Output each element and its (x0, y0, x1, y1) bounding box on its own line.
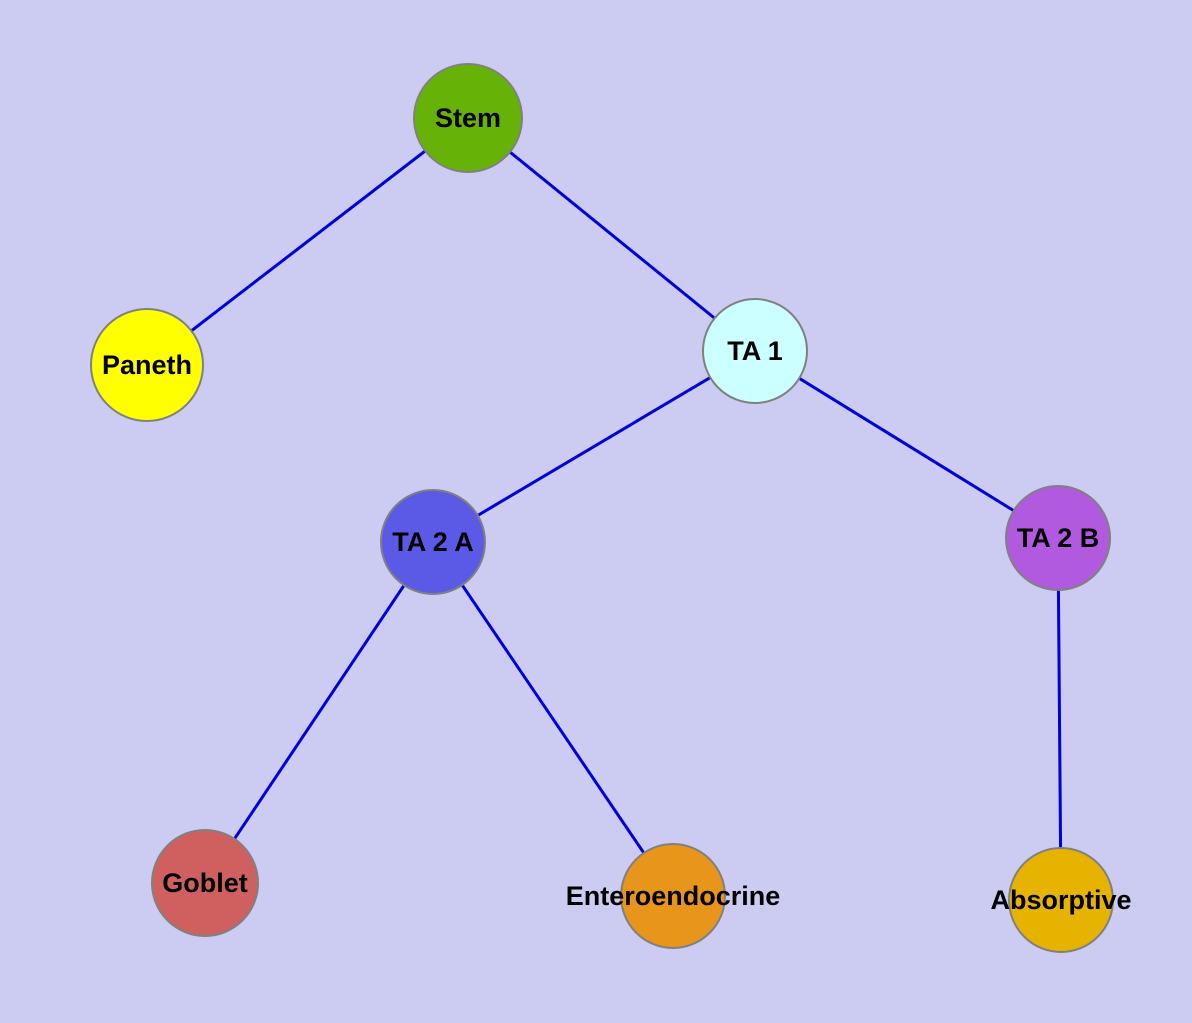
node-paneth[interactable] (90, 308, 204, 422)
node-absorptive[interactable] (1008, 847, 1114, 953)
node-ta2b[interactable] (1005, 485, 1111, 591)
edge-stem-ta1 (467, 116, 756, 353)
edge-ta2a-enteroendocrine (431, 541, 675, 897)
edge-ta1-ta2a (432, 349, 756, 544)
edge-ta2a-goblet (203, 541, 435, 884)
node-enteroendocrine[interactable] (620, 843, 726, 949)
node-ta2a[interactable] (380, 489, 486, 595)
node-ta1[interactable] (702, 298, 808, 404)
edge-ta1-ta2b (754, 349, 1059, 540)
node-goblet[interactable] (151, 829, 259, 937)
node-stem[interactable] (413, 63, 523, 173)
edge-ta2b-absorptive (1056, 537, 1063, 901)
edge-stem-paneth (146, 116, 469, 367)
